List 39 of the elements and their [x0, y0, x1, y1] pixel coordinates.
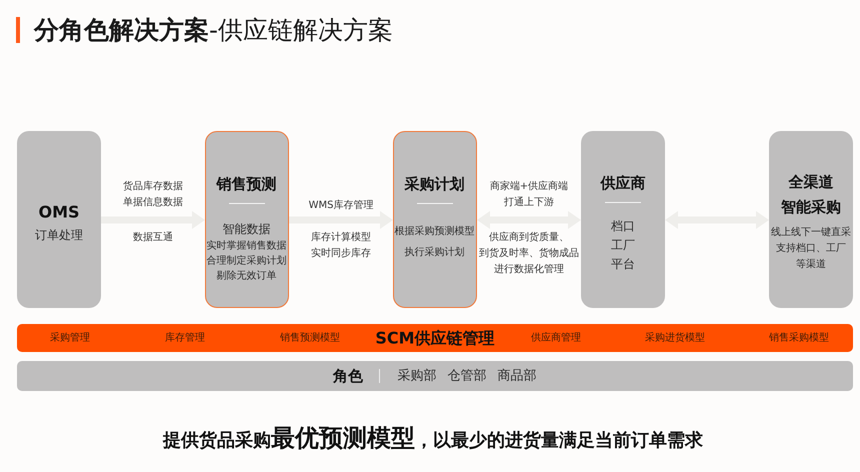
box-text: 合理制定采购计划	[206, 254, 286, 268]
process-box	[769, 131, 853, 308]
role-label: 采购部	[398, 368, 436, 384]
band-label: 库存管理	[165, 332, 205, 344]
process-box	[393, 131, 477, 308]
page-title: 分角色解决方案-供应链解决方案	[34, 14, 394, 46]
box-text: 档口	[611, 218, 635, 234]
process-box	[205, 131, 289, 308]
band-label: 采购进货模型	[645, 332, 705, 344]
arrow	[289, 211, 393, 229]
role-band	[17, 361, 853, 391]
band-label: 采购管理	[50, 332, 90, 344]
role-label: 商品部	[498, 368, 536, 384]
band-title: 角色	[333, 366, 363, 386]
arrow	[101, 211, 205, 229]
role-label: 仓管部	[448, 368, 486, 384]
caption-text: 提供货品采购最优预测模型，以最少的进货量满足当前订单需求	[163, 423, 703, 454]
box-text: 根据采购预测模型执行采购计划	[394, 224, 474, 260]
box-text: 实时掌握销售数据	[206, 240, 286, 252]
band-title: SCM供应链管理	[375, 328, 495, 348]
box-text: 线上线下一键直采支持档口、工厂等渠道	[771, 226, 851, 272]
band-label: 供应商管理	[531, 332, 581, 344]
box-text: 工厂	[611, 237, 635, 253]
box-title: 采购计划	[404, 174, 464, 194]
box-title: 供应商	[600, 173, 646, 193]
module-band	[17, 324, 853, 352]
band-label: 销售预测模型	[280, 332, 340, 344]
double-arrow	[665, 211, 769, 229]
box-title: OMS	[38, 202, 80, 222]
box-title: 全渠道智能采购	[781, 172, 841, 218]
process-box	[17, 131, 101, 308]
box-text: 剔除无效订单	[216, 270, 276, 282]
box-text: 平台	[611, 256, 635, 272]
box-subtitle: 智能数据	[222, 221, 270, 237]
double-arrow	[477, 211, 581, 229]
band-label: 销售采购模型	[769, 332, 829, 344]
process-box	[581, 131, 665, 308]
box-subtitle: 订单处理	[35, 227, 83, 243]
box-title: 销售预测	[216, 174, 276, 194]
